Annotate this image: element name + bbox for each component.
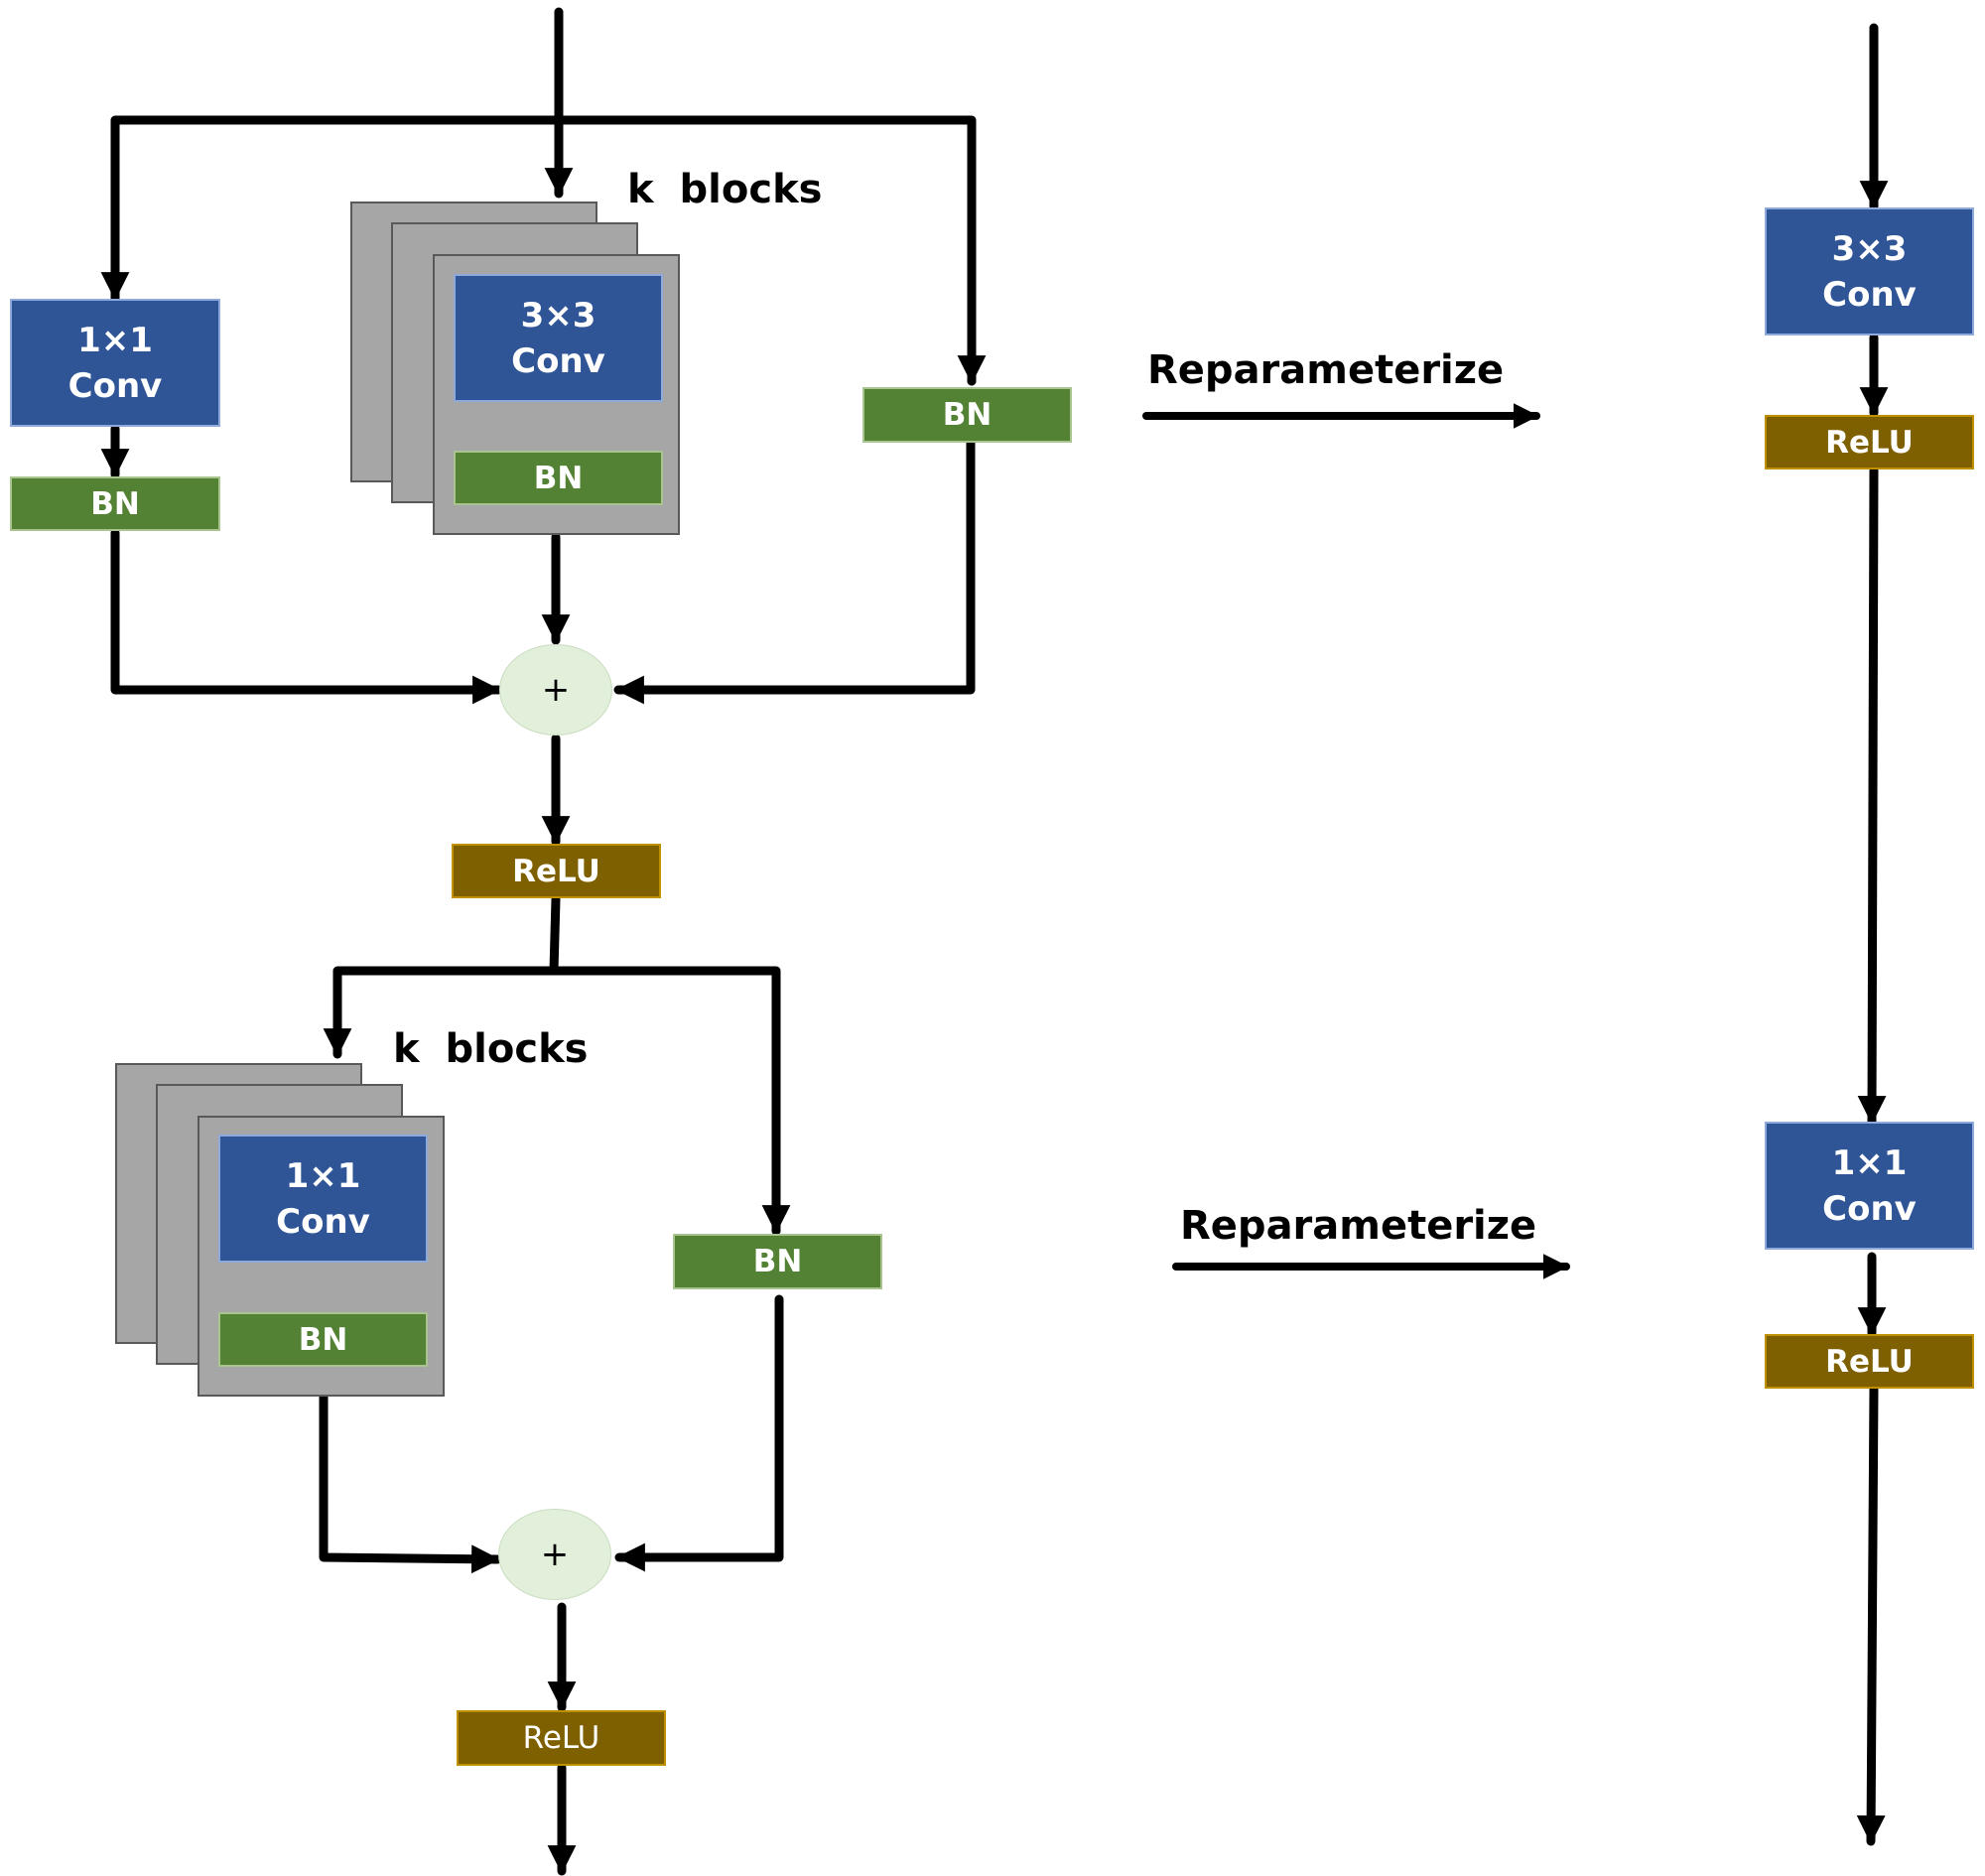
bn-label: BN: [942, 397, 992, 433]
bn-label: BN: [298, 1321, 348, 1358]
bottom-left-merge-wire: [319, 1392, 502, 1574]
plus-icon: +: [540, 1535, 570, 1574]
conv-label: Conv: [1822, 1188, 1917, 1229]
conv-label: Conv: [276, 1201, 370, 1242]
bottom-sum-node: +: [498, 1509, 611, 1600]
relu-label: ReLU: [1825, 424, 1914, 461]
top-1x1-conv: 1×1 Conv: [10, 299, 220, 427]
relu-label: ReLU: [1825, 1343, 1914, 1380]
inference-3x3-conv: 3×3 Conv: [1765, 207, 1974, 335]
top-k-blocks-label: k blocks: [627, 167, 823, 212]
top-left-merge-wire: [110, 528, 503, 705]
bottom-1x1-conv: 1×1 Conv: [218, 1135, 428, 1263]
conv-label: Conv: [1822, 274, 1917, 315]
bottom-split-wire: [332, 966, 781, 1236]
relu-down-wire: [549, 894, 561, 976]
conv-kernel-label: 3×3: [1831, 228, 1908, 269]
bottom-relu: ReLU: [457, 1710, 666, 1766]
top-split-wire: [110, 115, 977, 386]
inference-relu-1: ReLU: [1765, 415, 1974, 469]
bottom-k-blocks-label: k blocks: [393, 1026, 589, 1072]
top-3x3-conv: 3×3 Conv: [454, 274, 663, 402]
conv-label: Conv: [67, 365, 163, 406]
bottom-identity-bn: BN: [673, 1234, 882, 1289]
bottom-1x1-bn: BN: [218, 1312, 428, 1367]
bn-label: BN: [533, 460, 584, 496]
top-identity-bn: BN: [862, 387, 1072, 443]
reparam-label-2: Reparameterize: [1180, 1203, 1537, 1249]
conv-kernel-label: 1×1: [285, 1155, 361, 1196]
inference-relu-to-conv-arrow: [1857, 466, 1887, 1127]
top-3x3-bn: BN: [454, 451, 663, 505]
inference-relu-2: ReLU: [1765, 1334, 1974, 1389]
conv-kernel-label: 1×1: [77, 320, 153, 360]
conv-label: Conv: [511, 340, 605, 381]
top-relu: ReLU: [452, 844, 661, 898]
relu-label: ReLU: [512, 853, 600, 889]
reparam-label-1: Reparameterize: [1147, 347, 1505, 393]
inference-1x1-conv: 1×1 Conv: [1765, 1122, 1974, 1250]
top-sum-node: +: [499, 644, 612, 736]
inference-output-arrow: [1856, 1385, 1886, 1846]
conv-kernel-label: 1×1: [1831, 1142, 1908, 1183]
bn-label: BN: [90, 485, 140, 522]
top-right-merge-wire: [613, 439, 976, 705]
relu-label: ReLU: [522, 1720, 600, 1756]
bottom-right-merge-wire: [614, 1294, 784, 1572]
plus-icon: +: [541, 670, 571, 710]
conv-kernel-label: 3×3: [520, 295, 596, 335]
bn-label: BN: [752, 1244, 803, 1279]
top-1x1-bn: BN: [10, 476, 220, 531]
